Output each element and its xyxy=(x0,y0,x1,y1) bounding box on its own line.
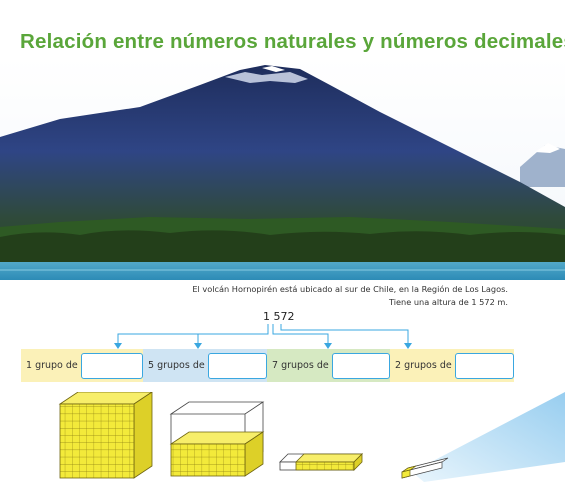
tens-flat xyxy=(279,453,363,471)
answer-input-4[interactable] xyxy=(454,352,514,379)
photo-caption: El volcán Hornopirén está ubicado al sur… xyxy=(192,283,508,308)
group-cell-2: 5 grupos de xyxy=(143,349,267,382)
group-label-3: 7 grupos de xyxy=(272,360,329,371)
group-label-4: 2 grupos de xyxy=(395,360,452,371)
answer-input-2[interactable] xyxy=(207,352,267,379)
answer-input-1[interactable] xyxy=(80,352,143,379)
groups-row: 1 grupo de 5 grupos de 7 grupos de 2 gru… xyxy=(21,349,514,382)
number-1572: 1 572 xyxy=(263,310,295,323)
group-label-2: 5 grupos de xyxy=(148,360,205,371)
hundreds-stack xyxy=(169,401,265,477)
answer-input-3[interactable] xyxy=(331,352,390,379)
group-label-1: 1 grupo de xyxy=(26,360,78,371)
volcano-photo xyxy=(0,57,565,280)
group-cell-4: 2 grupos de xyxy=(390,349,514,382)
base-ten-blocks xyxy=(58,392,565,482)
caption-line-2: Tiene una altura de 1 572 m. xyxy=(388,296,508,307)
thousand-cube xyxy=(58,392,153,479)
group-cell-1: 1 grupo de xyxy=(21,349,143,382)
zoomed-rod xyxy=(401,392,565,482)
caption-line-1: El volcán Hornopirén está ubicado al sur… xyxy=(192,284,508,294)
group-cell-3: 7 grupos de xyxy=(267,349,390,382)
decomposition-arrows xyxy=(114,324,412,349)
page-title: Relación entre números naturales y númer… xyxy=(20,30,565,53)
